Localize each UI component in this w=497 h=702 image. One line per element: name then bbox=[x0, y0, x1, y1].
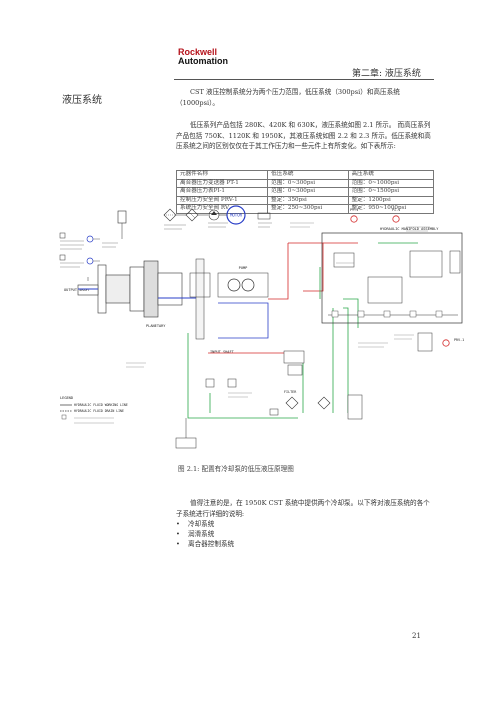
working-lines bbox=[78, 242, 418, 419]
list-item: 离合器控制系统 bbox=[176, 539, 234, 549]
reservoir-icon bbox=[175, 418, 197, 449]
pi1-label: PI-1 bbox=[392, 208, 400, 212]
prv1-valve-icon bbox=[442, 339, 450, 347]
input-shaft-label: INPUT SHAFT bbox=[210, 350, 235, 354]
output-speed-note bbox=[59, 232, 84, 268]
heat-exchanger-icon bbox=[185, 208, 199, 222]
motor-label: MOTOR bbox=[230, 213, 243, 218]
table-cell: 离合器压力变送器 PT-1 bbox=[175, 178, 269, 189]
pressure-gauge-icon bbox=[86, 235, 94, 243]
filter-icon bbox=[163, 208, 177, 222]
filter-label: FILTER bbox=[284, 390, 297, 394]
prv1-label: PRV-1 bbox=[454, 338, 464, 342]
output-shaft-label: OUTPUT SHAFT bbox=[64, 288, 91, 292]
cooling-pump-icon bbox=[208, 209, 220, 221]
manifold-assembly: HYDRAULIC MANIFOLD ASSEMBLY bbox=[321, 227, 463, 324]
table-row: 离合器压力表PI-1 范围：0~300psi 范围：0~1500psi bbox=[175, 187, 435, 197]
rockwell-logo: Rockwell Automation bbox=[178, 48, 228, 66]
legend-working-line: HYDRAULIC FLUID WORKING LINE bbox=[74, 403, 128, 407]
gear-pump-icon: PUMP bbox=[217, 266, 269, 298]
list-item: 润滑系统 bbox=[176, 529, 234, 539]
systems-paragraph: 低压系列产品包括 280K、420K 和 630K，液压系统如图 2.1 所示。… bbox=[176, 121, 431, 150]
table-cell: 范围：0~1500psi bbox=[347, 187, 435, 197]
manifold-label: HYDRAULIC MANIFOLD ASSEMBLY bbox=[380, 227, 439, 231]
intro-paragraph: CST 液压控制系统分为两个压力范围，低压系统（300psi）和高压系统（100… bbox=[176, 88, 400, 107]
motor-icon: MOTOR bbox=[226, 205, 246, 225]
page-number: 21 bbox=[412, 632, 421, 640]
table-header-row: 元器件名称 低压系统 高压系统 bbox=[175, 170, 435, 180]
table-header-cell: 高压系统 bbox=[347, 170, 435, 180]
table-cell: 范围：0~300psi bbox=[267, 178, 349, 189]
pressure-transducer-icon bbox=[86, 257, 94, 265]
legend-title: LEGEND bbox=[60, 396, 73, 400]
pi1-gauge-icon bbox=[392, 215, 400, 223]
cooling-pump-paragraph: 值得注意的是，在 1950K CST 系统中提供两个冷却泵。以下将对液压系统的各… bbox=[176, 499, 430, 518]
section-title: 液压系统 bbox=[62, 95, 102, 106]
breather-icon bbox=[117, 210, 127, 239]
table-header-cell: 元器件名称 bbox=[175, 170, 269, 180]
table-header-cell: 低压系统 bbox=[267, 170, 349, 180]
table-cell: 范围：0~300psi bbox=[267, 187, 349, 197]
table-cell: 离合器压力表PI-1 bbox=[175, 187, 269, 197]
table-row: 系统压力安全阀 RV 整定：250~300psi 整定：950~1000psi bbox=[175, 204, 435, 214]
table-row: 离合器压力变送器 PT-1 范围：0~300psi 范围：0~1000psi bbox=[175, 178, 435, 189]
suction-filter-icon: FILTER bbox=[284, 390, 331, 410]
diagram-legend: LEGEND HYDRAULIC FLUID WORKING LINE HYDR… bbox=[60, 396, 128, 424]
pump-label: PUMP bbox=[239, 266, 248, 270]
spec-table: 元器件名称 低压系统 高压系统 离合器压力变送器 PT-1 范围：0~300ps… bbox=[175, 170, 435, 214]
figure-caption: 图 2.1: 配置有冷却泵的低压液压原理图 bbox=[178, 465, 294, 473]
table-cell: 范围：0~1000psi bbox=[347, 178, 435, 189]
pt1-gauge-icon bbox=[350, 215, 358, 223]
table-cell: 整定：950~1000psi bbox=[347, 204, 435, 214]
orifice-icon bbox=[205, 378, 279, 416]
hydraulic-schematic: MOTOR PLANETARY OUTPUT SHAFT PUMP bbox=[59, 205, 464, 449]
logo-line2: Automation bbox=[178, 56, 228, 66]
pt1-label: PT-1 bbox=[350, 208, 358, 212]
logo-line1: Rockwell bbox=[178, 47, 218, 57]
annotation-lines bbox=[126, 222, 430, 398]
legend-drain-line: HYDRAULIC FLUID DRAIN LINE bbox=[74, 409, 124, 413]
table-cell: 整定：250~300psi bbox=[267, 204, 349, 214]
list-item: 冷却系统 bbox=[176, 519, 234, 529]
relief-valve-icon bbox=[283, 350, 305, 376]
chapter-heading: 第二章: 液压系统 bbox=[352, 69, 421, 79]
planetary-label: PLANETARY bbox=[146, 324, 166, 328]
planetary-gearbox: PLANETARY bbox=[77, 260, 183, 328]
subsystem-list: 冷却系统 润滑系统 离合器控制系统 bbox=[176, 519, 234, 549]
header-rule bbox=[174, 79, 434, 80]
